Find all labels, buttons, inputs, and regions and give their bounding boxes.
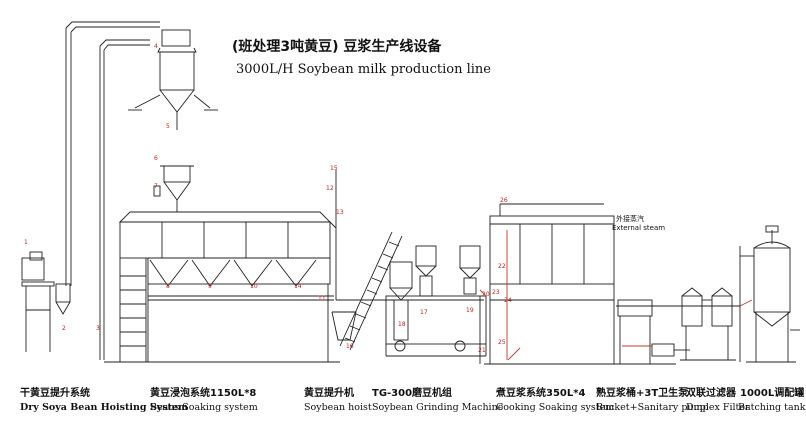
marker: 26 bbox=[500, 197, 508, 204]
marker: 10 bbox=[250, 283, 258, 290]
bucket-and-pump bbox=[610, 299, 690, 365]
section-label-en: Soybean hoist bbox=[304, 402, 372, 413]
grinding-machines bbox=[385, 245, 487, 357]
marker: 13 bbox=[336, 209, 344, 216]
duplex-filter bbox=[680, 287, 736, 361]
section-label-en: Dry Soya Bean Hoisting System bbox=[20, 402, 189, 413]
section-label-cn: 熟豆浆桶+3T卫生泵 bbox=[596, 388, 689, 399]
marker: 11 bbox=[318, 295, 326, 302]
title-english: 3000L/H Soybean milk production line bbox=[236, 62, 491, 77]
marker: 22 bbox=[498, 263, 506, 270]
marker: 2 bbox=[62, 325, 66, 332]
marker: 15 bbox=[330, 165, 338, 172]
external-steam-en: External steam bbox=[612, 224, 666, 232]
marker: 7 bbox=[154, 183, 158, 190]
section-label-en: Cooking Soaking system bbox=[496, 402, 615, 413]
marker: 19 bbox=[466, 307, 474, 314]
marker: 14 bbox=[294, 283, 302, 290]
marker: 24 bbox=[504, 297, 512, 304]
marker: 9 bbox=[208, 283, 212, 290]
section-label-cn: 煮豆浆系统350L*4 bbox=[496, 388, 586, 399]
section-label-en: Bucket+Sanitary pump bbox=[596, 402, 709, 413]
external-steam-cn: 外接蒸汽 bbox=[616, 215, 644, 223]
section-label-cn: 双联过滤器 bbox=[686, 388, 736, 399]
marker: 8 bbox=[166, 283, 170, 290]
marker: 18 bbox=[398, 321, 406, 328]
section-label-cn: 黄豆提升机 bbox=[304, 388, 354, 399]
section-label-en: Batching tank bbox=[738, 402, 806, 413]
inclined-bean-hoist bbox=[331, 231, 403, 351]
marker: 21 bbox=[478, 347, 486, 354]
process-piping bbox=[479, 230, 753, 361]
cooking-system bbox=[484, 203, 618, 365]
marker: 1 bbox=[24, 239, 28, 246]
marker: 5 bbox=[166, 123, 170, 130]
section-label-en: Beans Soaking system bbox=[150, 402, 258, 413]
marker: 20 bbox=[482, 291, 490, 298]
marker: 3 bbox=[96, 325, 100, 332]
section-label-en: Duplex Filter bbox=[686, 402, 750, 413]
marker: 16 bbox=[346, 343, 354, 350]
marker: 4 bbox=[154, 43, 158, 50]
marker: 12 bbox=[326, 185, 334, 192]
marker: 6 bbox=[154, 155, 158, 162]
cyclone-separator bbox=[128, 29, 218, 130]
section-label-en: Soybean Grinding Machine bbox=[372, 402, 504, 413]
section-label-cn: TG-300磨豆机组 bbox=[372, 388, 453, 399]
dry-bean-hoist-unit bbox=[21, 21, 160, 360]
marker-labels: 1 2 3 4 5 6 7 8 9 10 11 12 13 14 15 16 1… bbox=[24, 43, 512, 354]
soaking-tanks bbox=[104, 170, 340, 363]
marker: 23 bbox=[492, 289, 500, 296]
marker: 25 bbox=[498, 339, 506, 346]
section-label-cn: 1000L调配罐 bbox=[740, 388, 805, 399]
feed-bin bbox=[153, 165, 194, 212]
section-label-cn: 干黄豆提升系统 bbox=[20, 388, 90, 399]
batching-tank bbox=[739, 225, 800, 363]
title-chinese: (班处理3吨黄豆) 豆浆生产线设备 bbox=[232, 39, 442, 55]
marker: 17 bbox=[420, 309, 428, 316]
section-label-cn: 黄豆浸泡系统1150L*8 bbox=[150, 388, 257, 399]
